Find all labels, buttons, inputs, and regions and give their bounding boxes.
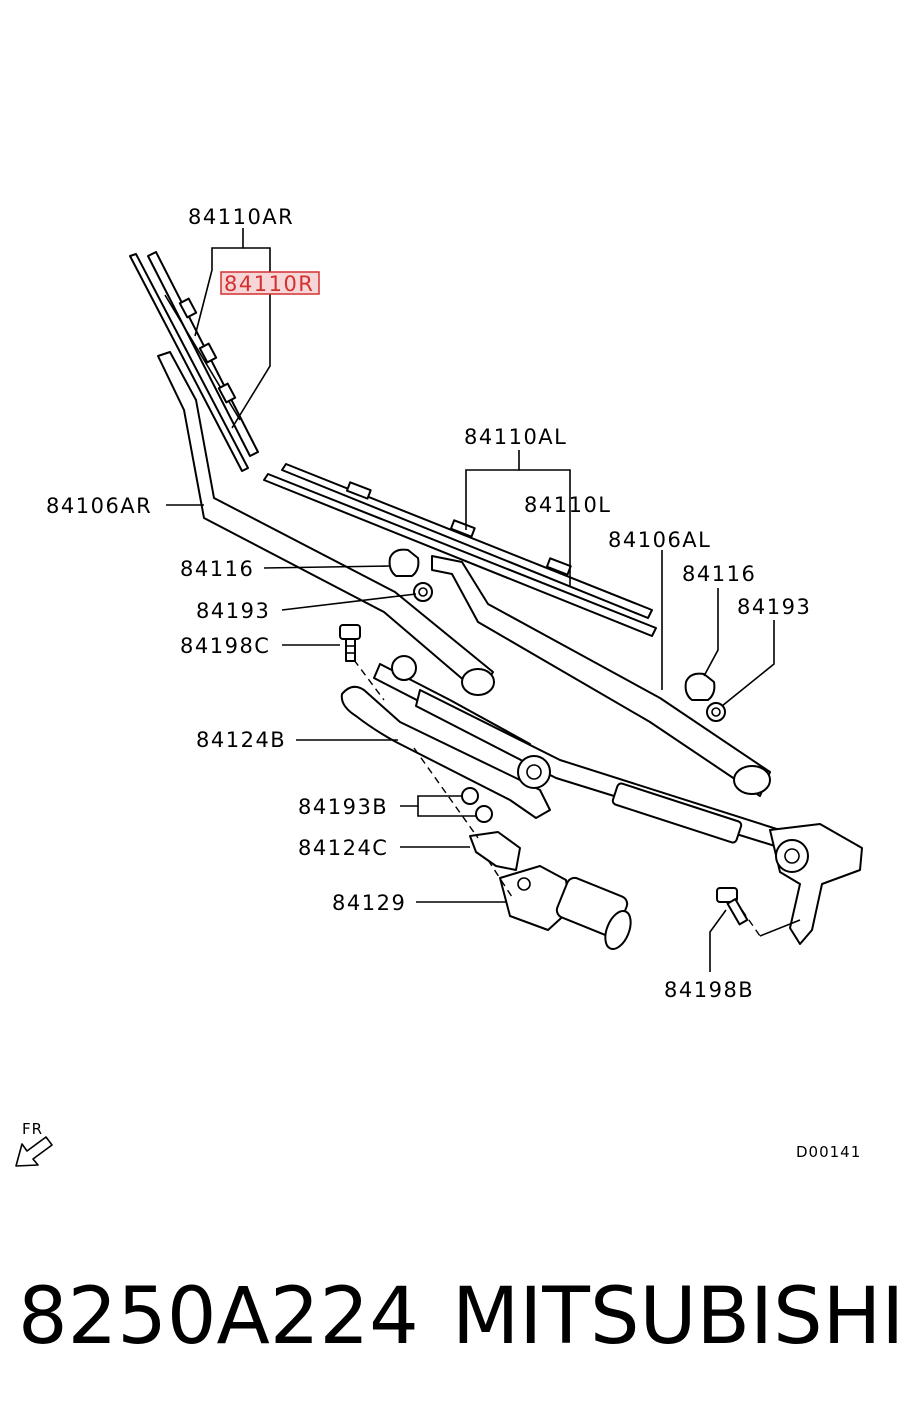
label-84193b: 84193B bbox=[298, 795, 388, 819]
nut-84193b-1 bbox=[461, 787, 479, 805]
left-wiper-arm bbox=[431, 555, 771, 797]
leader-lines bbox=[166, 228, 775, 972]
label-84198b: 84198B bbox=[664, 978, 754, 1002]
label-84193-left: 84193 bbox=[737, 595, 811, 619]
part-number: 8250A224 bbox=[18, 1272, 419, 1362]
front-indicator: FR bbox=[15, 1120, 53, 1167]
label-84193-right: 84193 bbox=[196, 599, 270, 623]
front-indicator-label: FR bbox=[22, 1120, 43, 1138]
label-84198c: 84198C bbox=[180, 634, 270, 658]
label-highlight-box bbox=[220, 271, 320, 295]
cap-left bbox=[684, 672, 716, 701]
label-84116-right: 84116 bbox=[180, 557, 254, 581]
label-84124c: 84124C bbox=[298, 836, 388, 860]
label-84110al: 84110AL bbox=[464, 425, 567, 449]
bolt-84198c bbox=[339, 624, 361, 662]
diagram-code: D00141 bbox=[796, 1143, 861, 1161]
nut-left bbox=[706, 702, 726, 722]
left-wiper-blade bbox=[263, 463, 657, 637]
right-wiper-arm bbox=[157, 351, 495, 696]
nut-84193b-2 bbox=[475, 805, 493, 823]
cap-right bbox=[388, 548, 420, 577]
label-84110ar: 84110AR bbox=[188, 205, 294, 229]
label-84110r: 84110R bbox=[224, 272, 314, 296]
wiper-linkage bbox=[340, 655, 863, 945]
right-wiper-blade bbox=[129, 251, 259, 472]
bracket-84124c bbox=[469, 831, 521, 871]
part-labels: 84110AR 84110R 84106AR 84110AL 84110L 84… bbox=[46, 205, 811, 1002]
label-84110l: 84110L bbox=[524, 493, 612, 517]
front-arrow-icon bbox=[15, 1136, 53, 1167]
nut-right bbox=[413, 582, 433, 602]
bolt-84198b bbox=[716, 887, 749, 926]
assembly-lines bbox=[353, 659, 801, 937]
label-84129: 84129 bbox=[332, 891, 406, 915]
label-84124b: 84124B bbox=[196, 728, 286, 752]
wiper-motor bbox=[499, 865, 632, 950]
label-84106ar: 84106AR bbox=[46, 494, 152, 518]
label-84106al: 84106AL bbox=[608, 528, 711, 552]
brand-name: MITSUBISHI bbox=[452, 1272, 905, 1362]
label-84116-left: 84116 bbox=[682, 562, 756, 586]
